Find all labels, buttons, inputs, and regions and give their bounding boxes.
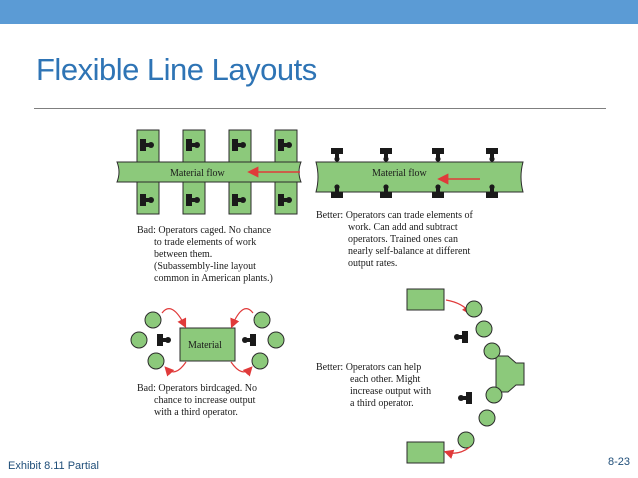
station-end — [406, 441, 445, 464]
panel-birdcaged-layout: Material Bad: Operators birdcaged. No ch… — [130, 308, 285, 418]
panel-caged-layout: Material flow Bad: Operators caged. No c… — [116, 129, 302, 284]
page-number: 8-23 — [607, 456, 630, 468]
operator-icon — [454, 331, 468, 343]
conveyor-belt — [315, 161, 524, 193]
operator-icon — [458, 392, 472, 404]
operator-icon — [486, 148, 498, 162]
operator-icon — [242, 334, 256, 346]
slide-title: Flexible Line Layouts — [36, 52, 317, 87]
operator-icon — [331, 148, 343, 162]
title-divider — [34, 108, 606, 109]
flow-arrow — [230, 361, 253, 377]
flow-arrow — [164, 361, 187, 377]
panel-u-shaped-layout: Better: Operators can help each other. M… — [316, 288, 525, 464]
material-flow-label: Material flow — [372, 168, 427, 179]
birdcaged-caption: Bad: Operators birdcaged. No chance to i… — [137, 383, 259, 418]
flow-arrow — [230, 308, 254, 329]
caged-caption: Bad: Operators caged. No chance to trade… — [137, 225, 274, 284]
panel-open-line-layout: Material flow Better: Operators can trad… — [315, 148, 524, 269]
u-shaped-caption: Better: Operators can help each other. M… — [316, 362, 434, 409]
operator-icon — [432, 148, 444, 162]
flow-arrow — [161, 308, 187, 329]
top-banner — [0, 0, 638, 24]
material-box — [179, 327, 236, 362]
operator-icon — [380, 148, 392, 162]
open-line-caption: Better: Operators can trade elements of … — [316, 210, 475, 269]
operator-icon — [157, 334, 171, 346]
flow-arrow — [443, 446, 471, 459]
station-start — [406, 288, 445, 311]
material-label: Material — [188, 340, 222, 351]
material-flow-label: Material flow — [170, 168, 225, 179]
exhibit-label: Exhibit 8.11 Partial — [8, 460, 99, 472]
station-side — [495, 355, 525, 393]
